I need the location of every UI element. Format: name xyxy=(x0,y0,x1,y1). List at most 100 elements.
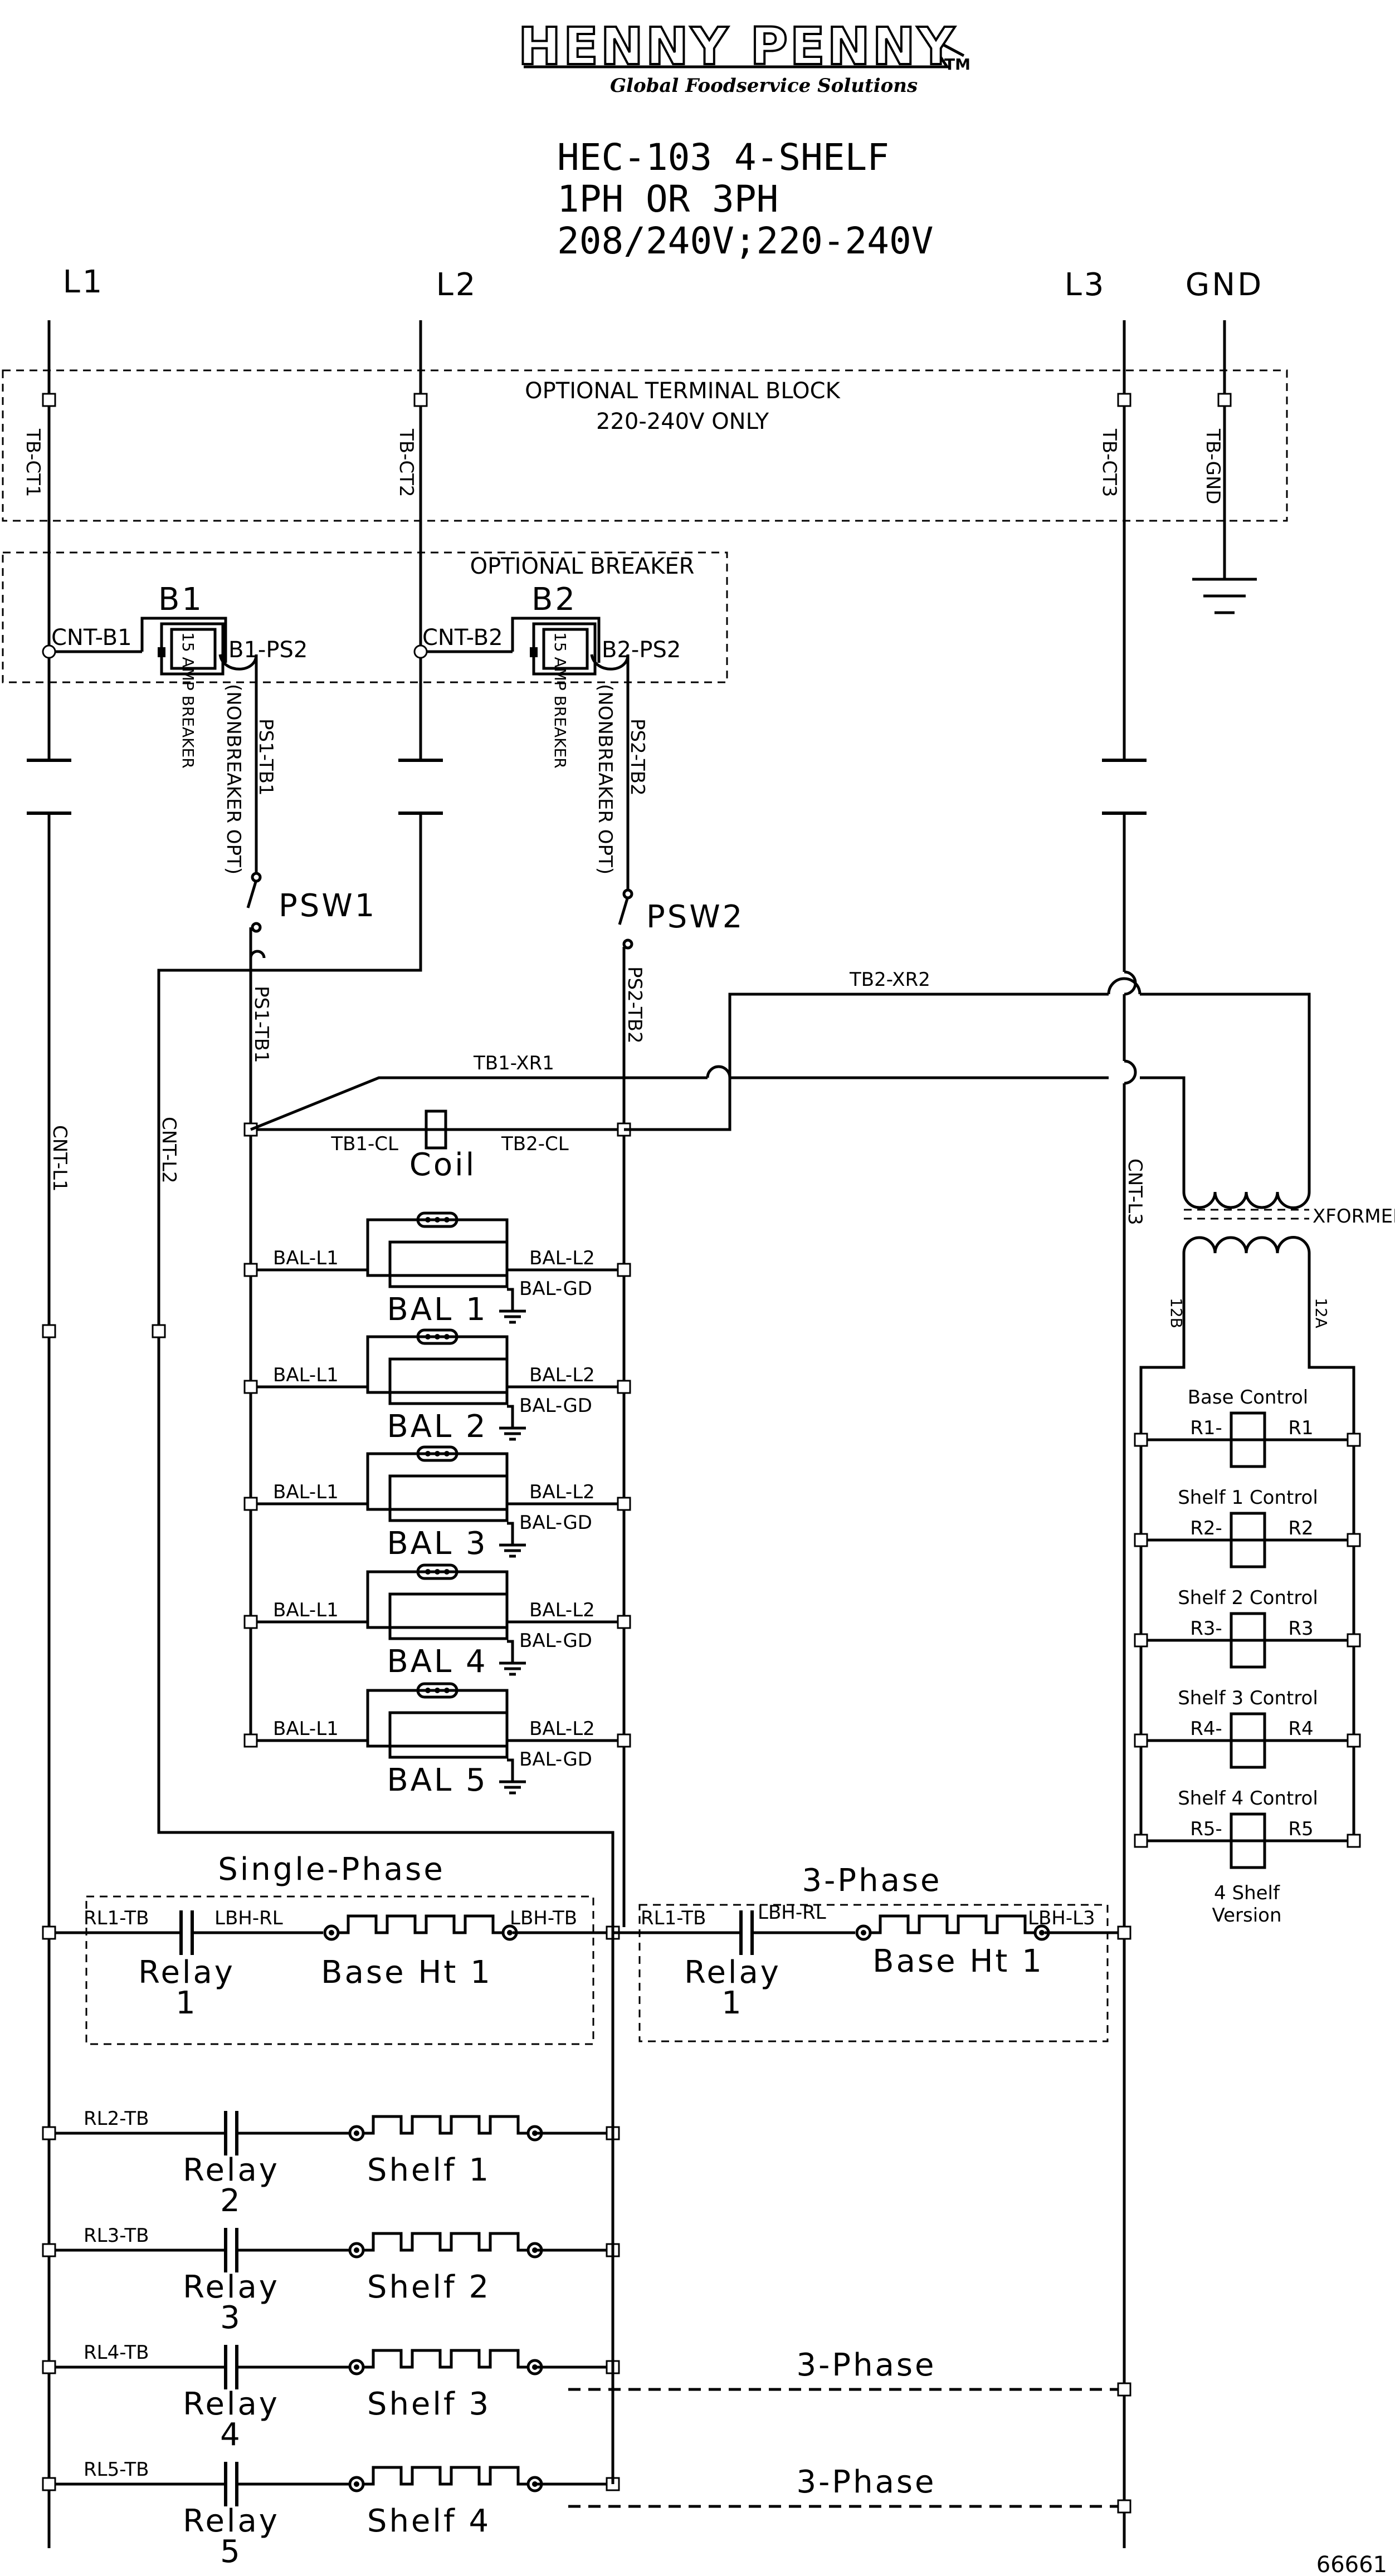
svg-text:R2: R2 xyxy=(1288,1517,1313,1539)
shelf-1-control: Shelf 1 Control R2- R2 xyxy=(1134,1487,1361,1567)
tb2-cl-label: TB2-CL xyxy=(501,1133,569,1155)
svg-text:Relay: Relay xyxy=(183,2503,280,2539)
svg-text:4: 4 xyxy=(220,2417,242,2453)
svg-text:RL1-TB: RL1-TB xyxy=(84,1907,149,1929)
svg-text:3: 3 xyxy=(220,2300,242,2336)
ballast-2: BAL-L1 BAL-L2 BAL-GD BAL 2 xyxy=(243,1330,631,1445)
svg-text:LBH-TB: LBH-TB xyxy=(510,1907,577,1929)
svg-text:RL2-TB: RL2-TB xyxy=(84,2108,149,2130)
svg-text:Relay: Relay xyxy=(138,1954,235,1991)
svg-text:Relay: Relay xyxy=(183,2152,280,2188)
svg-text:R1-: R1- xyxy=(1190,1417,1222,1439)
nonbreaker-label-2: (NONBREAKER OPT) xyxy=(594,684,616,874)
ballast-5: BAL-L1 BAL-L2 BAL-GD BAL 5 xyxy=(243,1684,631,1798)
breaker-b1: 15 AMP BREAKER xyxy=(140,617,258,769)
svg-text:BAL-L2: BAL-L2 xyxy=(529,1718,595,1740)
shelf-1-circuit: RL2-TB Relay 2 Shelf 1 xyxy=(42,2108,620,2219)
terminal-block-title: OPTIONAL TERMINAL BLOCK xyxy=(525,378,841,404)
shelf-3-circuit: RL4-TB Relay 4 Shelf 3 3-Phase xyxy=(42,2342,1131,2453)
version-label-2: Version xyxy=(1212,1904,1281,1927)
psw1-switch xyxy=(246,879,258,908)
ps1-tb1-label-top: PS1-TB1 xyxy=(255,718,277,796)
svg-text:BAL-GD: BAL-GD xyxy=(519,1748,592,1771)
three-phase-box xyxy=(638,1904,1109,2042)
logo-tagline: Global Foodservice Solutions xyxy=(610,75,918,97)
label-l3: L3 xyxy=(1065,267,1106,303)
shelf-4-control: Shelf 4 Control R5- R5 xyxy=(1134,1787,1361,1868)
svg-text:Base Ht 1: Base Ht 1 xyxy=(321,1954,492,1991)
svg-text:1: 1 xyxy=(721,1985,744,2021)
xformer-12a-label: 12A xyxy=(1312,1298,1330,1328)
svg-text:BAL-L1: BAL-L1 xyxy=(273,1364,339,1386)
ballast-1: BAL-L1 BAL-L2 BAL-GD BAL 1 xyxy=(243,1213,631,1328)
svg-text:BAL-L2: BAL-L2 xyxy=(529,1599,595,1621)
tb-ct2-label: TB-CT2 xyxy=(395,428,417,497)
base-control: Base Control R1- R1 xyxy=(1134,1386,1361,1467)
breaker-b1-label: B1 xyxy=(158,581,204,618)
svg-text:Shelf 1 Control: Shelf 1 Control xyxy=(1178,1487,1318,1509)
tb1-cl-label: TB1-CL xyxy=(330,1133,398,1155)
shelf-2-circuit: RL3-TB Relay 3 Shelf 2 xyxy=(42,2225,620,2336)
b2-amp-label: 15 AMP BREAKER xyxy=(551,632,569,769)
nonbreaker-label-1: (NONBREAKER OPT) xyxy=(222,684,245,874)
version-label-1: 4 Shelf xyxy=(1214,1882,1280,1904)
svg-text:BAL-L1: BAL-L1 xyxy=(273,1247,339,1269)
psw1-label: PSW1 xyxy=(279,888,377,924)
svg-text:BAL-L2: BAL-L2 xyxy=(529,1247,595,1269)
transformer xyxy=(1182,1191,1311,1254)
single-phase-box xyxy=(85,1895,594,2045)
ps2-tb2-label-top: PS2-TB2 xyxy=(626,718,648,796)
tb1-xr1-wire xyxy=(250,1076,1186,1192)
cnt-b2-label: CNT-B2 xyxy=(422,625,503,651)
svg-text:Shelf 2 Control: Shelf 2 Control xyxy=(1178,1587,1318,1609)
label-gnd: GND xyxy=(1186,267,1264,303)
title-voltage: 208/240V;220-240V xyxy=(557,219,934,262)
shelf-3-control: Shelf 3 Control R4- R4 xyxy=(1134,1687,1361,1767)
label-l1: L1 xyxy=(63,264,105,300)
svg-text:BAL 2: BAL 2 xyxy=(387,1409,487,1445)
tb-gnd-label: TB-GND xyxy=(1202,428,1224,505)
tb1-xr1-label: TB1-XR1 xyxy=(473,1052,554,1074)
tb2-xr2-wire xyxy=(624,993,1311,1192)
drawing-number: 66661 xyxy=(1316,2552,1387,2576)
svg-text:BAL 5: BAL 5 xyxy=(387,1762,487,1798)
svg-text:1: 1 xyxy=(175,1985,198,2021)
svg-text:R5-: R5- xyxy=(1190,1818,1222,1840)
svg-text:R3: R3 xyxy=(1288,1617,1313,1640)
svg-text:5: 5 xyxy=(220,2534,242,2570)
coil xyxy=(425,1109,447,1150)
tb-ct3-label: TB-CT3 xyxy=(1098,428,1120,497)
xformer-label: XFORMER xyxy=(1313,1205,1395,1228)
svg-text:Shelf 4 Control: Shelf 4 Control xyxy=(1178,1787,1318,1810)
svg-text:BAL-L2: BAL-L2 xyxy=(529,1364,595,1386)
b2-ps2-label: B2-PS2 xyxy=(602,637,681,663)
l1-contactor xyxy=(27,759,71,815)
base-heater-three-phase: RL1-TB LBH-RL LBH-L3 Relay 1 Base Ht 1 xyxy=(613,1902,1131,2021)
svg-text:RL4-TB: RL4-TB xyxy=(84,2342,149,2364)
svg-text:BAL 4: BAL 4 xyxy=(387,1644,487,1680)
breaker-b2: 15 AMP BREAKER xyxy=(511,617,630,769)
logo-brand: HENNY PENNY xyxy=(518,17,957,76)
shelf-4-circuit: RL5-TB Relay 5 Shelf 4 3-Phase xyxy=(42,2458,1131,2570)
svg-text:R4: R4 xyxy=(1288,1718,1313,1740)
svg-text:LBH-RL: LBH-RL xyxy=(214,1907,283,1929)
ballast-3: BAL-L1 BAL-L2 BAL-GD BAL 3 xyxy=(243,1447,631,1562)
psw2-switch xyxy=(618,896,630,925)
title-phase: 1PH OR 3PH xyxy=(557,178,778,221)
three-phase-label: 3-Phase xyxy=(802,1863,942,1899)
svg-text:BAL 1: BAL 1 xyxy=(387,1292,487,1328)
svg-text:Shelf 4: Shelf 4 xyxy=(367,2503,491,2539)
base-heater-single-phase: RL1-TB LBH-RL LBH-TB Relay 1 Base Ht 1 xyxy=(42,1907,620,2021)
svg-text:BAL-L1: BAL-L1 xyxy=(273,1481,339,1503)
l2-contactor xyxy=(398,759,443,815)
svg-text:RL1-TB: RL1-TB xyxy=(641,1907,706,1929)
svg-text:Shelf 1: Shelf 1 xyxy=(367,2152,491,2188)
logo-tm: TM xyxy=(944,55,970,74)
ballast-4: BAL-L1 BAL-L2 BAL-GD BAL 4 xyxy=(243,1565,631,1680)
cnt-l3-label: CNT-L3 xyxy=(1124,1159,1146,1225)
svg-text:BAL-L1: BAL-L1 xyxy=(273,1599,339,1621)
svg-text:BAL-L2: BAL-L2 xyxy=(529,1481,595,1503)
svg-text:Shelf 3 Control: Shelf 3 Control xyxy=(1178,1687,1318,1709)
svg-text:BAL-L1: BAL-L1 xyxy=(273,1718,339,1740)
